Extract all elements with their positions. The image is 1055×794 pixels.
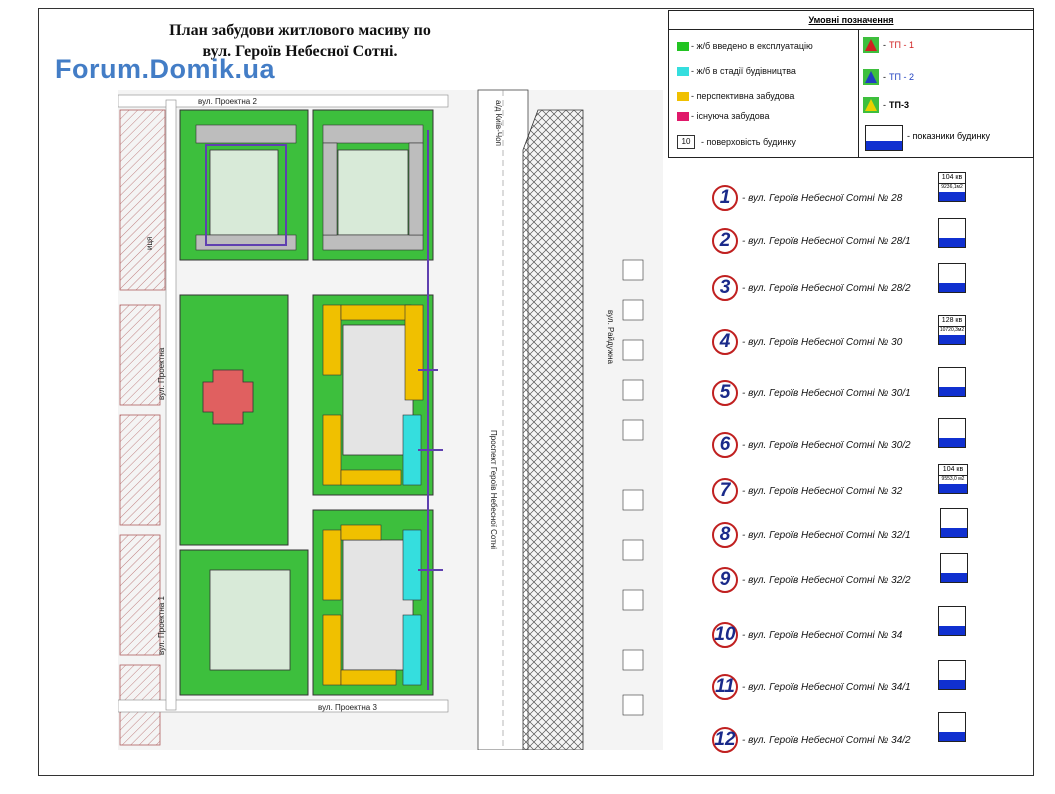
legend-item-commissioned: - ж/б введено в експлуатацію (677, 41, 813, 51)
area-value: 10720,3м2 (939, 327, 965, 333)
road-kiev-label: а/д Київ-Чоп (494, 100, 503, 146)
building-number-badge: 7 (712, 478, 738, 504)
legend-label: - ж/б введено в експлуатацію (691, 41, 813, 51)
building-address: - вул. Героїв Небесної Сотні № 30/1 (742, 387, 911, 399)
tp3-triangle-icon (863, 97, 879, 113)
street-top-label: вул. Проектна 2 (198, 97, 257, 106)
building-item-1: 1 - вул. Героїв Небесної Сотні № 28 (712, 183, 902, 213)
watermark-logo: Forum.Domik.ua (55, 54, 276, 84)
building-indicator-4: 128 кв 10720,3м2 (938, 315, 966, 345)
green-swatch-icon (677, 41, 689, 51)
legend-item-floors: 10 - поверховість будинку (677, 135, 796, 149)
site-plan-map: вул. Проектна 2 вул. Проектна 3 вул. Про… (118, 89, 663, 750)
indicator-label: - показники будинку (907, 131, 990, 141)
building-indicator-8 (940, 508, 968, 538)
legend-title: Умовні позначення (669, 11, 1033, 30)
area-value: 9553,0 м2 (941, 476, 965, 482)
building-number-badge: 2 (712, 228, 738, 254)
building-address: - вул. Героїв Небесної Сотні № 32/1 (742, 529, 911, 541)
building-number-badge: 3 (712, 275, 738, 301)
building-item-7: 7 - вул. Героїв Небесної Сотні № 32 (712, 476, 902, 506)
street-right-label: вул. Райдужна (606, 310, 615, 365)
building-address: - вул. Героїв Небесної Сотні № 32 (742, 485, 903, 497)
tp1-label: ТП - 1 (889, 40, 914, 50)
building-item-10: 10 - вул. Героїв Небесної Сотні № 34 (712, 620, 902, 650)
building-number-badge: 6 (712, 432, 738, 458)
legend-tp2: - ТП - 2 (863, 69, 914, 85)
title-line-2: вул. Героїв Небесної Сотні. (202, 43, 398, 60)
legend-item-construction: - ж/б в стадії будівництва (677, 66, 796, 76)
building-address: - вул. Героїв Небесної Сотні № 28/2 (742, 282, 911, 294)
cyan-swatch-icon (677, 66, 689, 76)
legend-divider (858, 29, 859, 158)
building-indicator-6 (938, 418, 966, 448)
building-indicator-1: 104 кв 9236,1м2 (938, 172, 966, 202)
building-number-badge: 9 (712, 567, 738, 593)
building-item-9: 9 - вул. Героїв Небесної Сотні № 32/2 (712, 565, 911, 595)
building-address: - вул. Героїв Небесної Сотні № 28/1 (742, 235, 911, 247)
legend-label: - існуюча забудова (691, 111, 770, 121)
building-number-badge: 5 (712, 380, 738, 406)
area-value: 9236,1м2 (941, 184, 963, 190)
yellow-swatch-icon (677, 91, 689, 101)
building-item-3: 3 - вул. Героїв Небесної Сотні № 28/2 (712, 273, 911, 303)
street-left-edge-label: иця (145, 237, 154, 250)
building-number-badge: 10 (712, 622, 738, 648)
building-address: - вул. Героїв Небесної Сотні № 34/2 (742, 734, 911, 746)
building-indicator-12 (938, 712, 966, 742)
building-number-badge: 11 (712, 674, 738, 700)
building-indicator-7: 104 кв 9553,0 м2 (938, 464, 968, 494)
building-address: - вул. Героїв Небесної Сотні № 32/2 (742, 574, 911, 586)
building-indicator-11 (938, 660, 966, 690)
building-indicator-9 (940, 553, 968, 583)
legend-label: - ж/б в стадії будівництва (691, 66, 796, 76)
legend-tp1: - ТП - 1 (863, 37, 914, 53)
building-item-4: 4 - вул. Героїв Небесної Сотні № 30 (712, 327, 902, 357)
magenta-swatch-icon (677, 111, 689, 121)
building-item-11: 11 - вул. Героїв Небесної Сотні № 34/1 (712, 672, 911, 702)
building-item-5: 5 - вул. Героїв Небесної Сотні № 30/1 (712, 378, 911, 408)
building-address: - вул. Героїв Небесної Сотні № 34 (742, 629, 903, 641)
legend-item-existing: - існуюча забудова (677, 111, 769, 121)
street-left1-label: вул. Проектна (157, 347, 166, 400)
floor-count-box: 10 (677, 135, 695, 149)
street-left2-label: вул. Проектна 1 (157, 596, 166, 655)
avenue-label: Проспект Героїв Небесної Сотні (489, 430, 498, 549)
building-number-badge: 1 (712, 185, 738, 211)
legend-label: - поверховість будинку (701, 137, 796, 147)
title-line-1: План забудови житлового масиву по (169, 22, 431, 39)
map-frame (38, 8, 1034, 776)
building-item-2: 2 - вул. Героїв Небесної Сотні № 28/1 (712, 226, 911, 256)
tp2-triangle-icon (863, 69, 879, 85)
building-address: - вул. Героїв Небесної Сотні № 30/2 (742, 439, 911, 451)
indicator-swatch (865, 125, 903, 151)
tp3-label: ТП-3 (889, 100, 909, 110)
legend-label: - перспективна забудова (691, 91, 795, 101)
building-indicator-5 (938, 367, 966, 397)
building-address: - вул. Героїв Небесної Сотні № 28 (742, 192, 903, 204)
building-address: - вул. Героїв Небесної Сотні № 30 (742, 336, 903, 348)
legend-item-perspective: - перспективна забудова (677, 91, 794, 101)
legend-box: Умовні позначення - ж/б введено в експлу… (668, 10, 1034, 158)
building-indicator-2 (938, 218, 966, 248)
apartment-count: 104 кв (939, 173, 965, 184)
building-item-12: 12 - вул. Героїв Небесної Сотні № 34/2 (712, 725, 911, 755)
building-item-8: 8 - вул. Героїв Небесної Сотні № 32/1 (712, 520, 911, 550)
street-bottom-label: вул. Проектна 3 (318, 703, 377, 712)
tp1-triangle-icon (863, 37, 879, 53)
building-number-badge: 12 (712, 727, 738, 753)
building-item-6: 6 - вул. Героїв Небесної Сотні № 30/2 (712, 430, 911, 460)
building-number-badge: 8 (712, 522, 738, 548)
building-indicator-3 (938, 263, 966, 293)
building-address: - вул. Героїв Небесної Сотні № 34/1 (742, 681, 911, 693)
building-number-badge: 4 (712, 329, 738, 355)
apartment-count: 128 кв (939, 316, 965, 327)
page-title: План забудови житлового масиву по вул. Г… (110, 20, 490, 62)
apartment-count: 104 кв (939, 465, 967, 476)
legend-tp3: - ТП-3 (863, 97, 909, 113)
building-indicator-10 (938, 606, 966, 636)
tp2-label: ТП - 2 (889, 72, 914, 82)
